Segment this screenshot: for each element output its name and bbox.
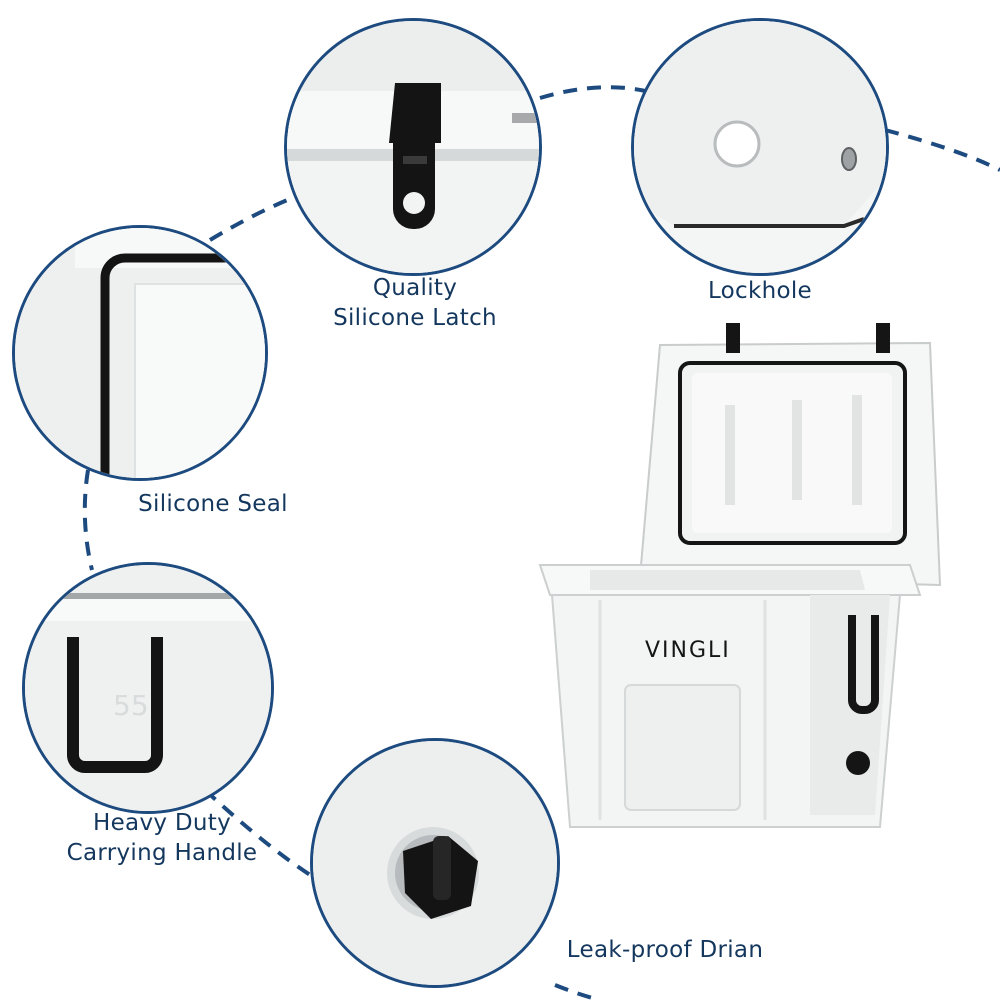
- brand-logo: VINGLI: [645, 638, 731, 663]
- silicone-seal-closeup: [12, 225, 268, 481]
- latch-closeup: [284, 18, 542, 276]
- drain-label: Leak-proof Drian: [566, 937, 764, 963]
- drain-plug-closeup: [310, 738, 560, 988]
- carrying-handle-label: Heavy Duty Carrying Handle: [66, 810, 258, 866]
- lockhole-label: Lockhole: [707, 278, 813, 304]
- latch-label: Quality Silicone Latch: [333, 275, 497, 331]
- cooler-product: VINGLI: [530, 315, 960, 830]
- silicone-seal-label: Silicone Seal: [138, 491, 288, 517]
- handle-embossed-number: 55: [113, 689, 149, 722]
- carrying-handle-closeup: 55: [22, 562, 274, 814]
- lockhole-closeup: [631, 18, 889, 276]
